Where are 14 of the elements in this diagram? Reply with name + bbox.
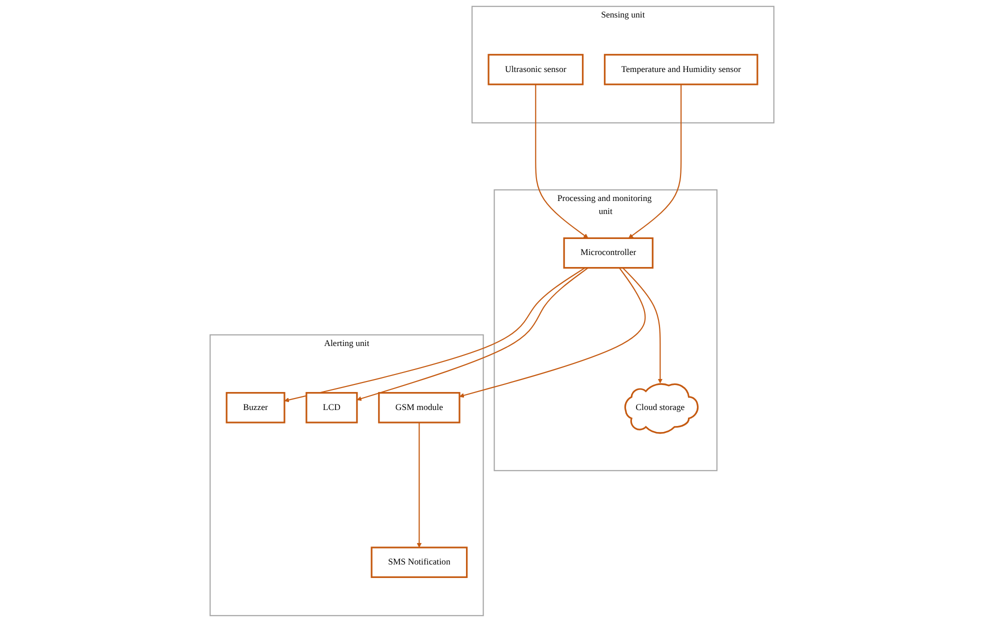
- node-box: Ultrasonic sensor: [488, 54, 584, 86]
- node-box: SMS Notification: [370, 546, 468, 578]
- arrow: [622, 267, 663, 384]
- node-box: GSM module: [378, 392, 460, 424]
- node-box: Temperature and Humidity sensor: [604, 54, 758, 86]
- node-box: Microcontroller: [563, 237, 654, 269]
- node-box: Buzzer: [226, 392, 286, 424]
- arrow: [416, 422, 422, 548]
- arrow: [356, 267, 588, 401]
- arrow: [284, 267, 586, 402]
- arrow: [535, 84, 588, 238]
- arrow: [628, 84, 682, 238]
- node-box: LCD: [306, 392, 358, 424]
- arrow: [459, 268, 646, 398]
